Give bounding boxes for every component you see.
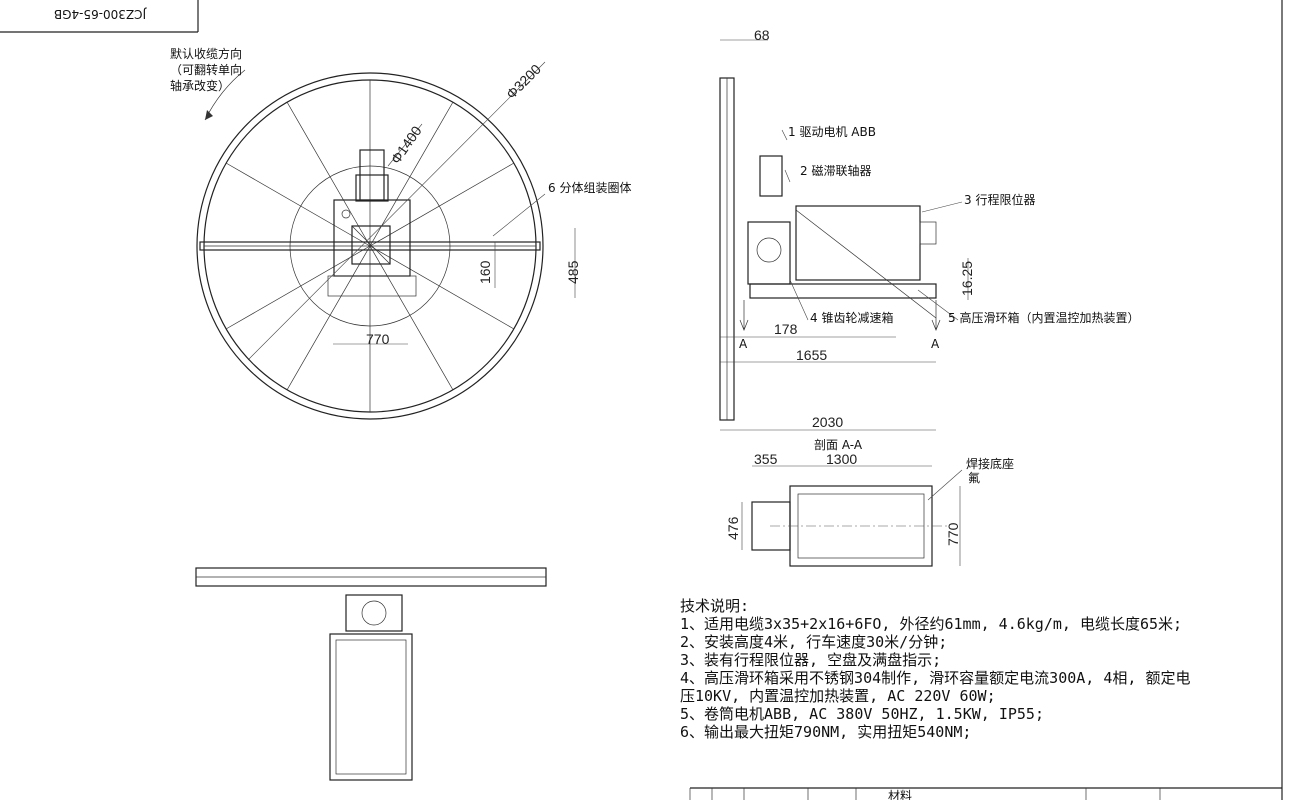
section-mark-left: A: [739, 337, 748, 351]
direction-note-line-1: 默认收缆方向: [170, 46, 242, 61]
note-line-3: 3、装有行程限位器, 空盘及满盘指示;: [680, 651, 941, 669]
outer-flange-ring: [196, 72, 544, 420]
gearbox-top: [345, 594, 403, 632]
direction-note-line-3: 轴承改变）: [170, 78, 230, 93]
bolt-icon: [341, 209, 351, 219]
dim-outer-diameter: Φ3200: [503, 61, 544, 102]
motor-flange: [355, 174, 389, 202]
note-line-4: 4、高压滑环箱采用不锈钢304制作, 滑环容量额定电流300A, 4相, 额定电: [680, 669, 1190, 687]
dim-2030: 2030: [812, 414, 843, 430]
side-base: [749, 283, 937, 299]
drum-core-box: [333, 199, 411, 277]
horizontal-beam: [199, 241, 541, 251]
dim-16-25: 16.25: [959, 261, 975, 296]
dim-770-base: 770: [945, 522, 961, 546]
note-line-1: 1、适用电缆3x35+2x16+6FO, 外径约61mm, 4.6kg/m, 电…: [680, 615, 1182, 633]
dim-485: 485: [565, 260, 581, 284]
bom-table: 材料: [689, 787, 1282, 800]
side-view: [719, 39, 969, 431]
technical-notes: 技术说明: 1、适用电缆3x35+2x16+6FO, 外径约61mm, 4.6k…: [680, 597, 1190, 741]
base-view: [741, 465, 963, 567]
callout-6-label: 6 分体组装圈体: [548, 181, 631, 195]
dim-1655: 1655: [796, 347, 827, 363]
note-line-6: 5、卷筒电机ABB, AC 380V 50HZ, 1.5KW, IP55;: [680, 705, 1044, 723]
bom-material-header: 材料: [888, 789, 912, 800]
section-arrow-right-icon: [931, 300, 941, 331]
dim-770-front: 770: [366, 331, 390, 347]
callout-4-label: 4 锥齿轮减速箱: [810, 310, 893, 325]
callout-3-label: 3 行程限位器: [964, 192, 1035, 207]
dim-1300: 1300: [826, 451, 857, 467]
side-gearbox: [747, 221, 791, 285]
side-motor: [759, 155, 783, 197]
dim-355: 355: [754, 451, 778, 467]
slip-ring-box-top: [329, 633, 413, 781]
section-mark-right: A: [931, 337, 940, 351]
title-block: JCZ300-65-4GB: [0, 0, 199, 33]
section-title: 剖面 A-A: [814, 438, 863, 452]
base-small-label: 氟: [968, 471, 980, 485]
spokes: [204, 80, 536, 412]
callout-5-label: 5 高压滑环箱（内置温控加热装置）: [948, 310, 1139, 325]
base-label: 焊接底座: [966, 456, 1014, 471]
callout-1-label: 1 驱动电机 ABB: [788, 125, 876, 139]
core-window: [351, 225, 391, 265]
notes-heading: 技术说明:: [680, 597, 749, 615]
section-arrow-left-icon: [739, 300, 749, 331]
note-line-2: 2、安装高度4米, 行车速度30米/分钟;: [680, 633, 947, 651]
direction-note-line-2: （可翻转单向: [170, 62, 242, 77]
drawing-number: JCZ300-65-4GB: [54, 7, 147, 21]
direction-arrow: [204, 69, 246, 121]
front-view: [196, 61, 576, 420]
top-view: [195, 567, 547, 781]
dim-68: 68: [754, 27, 770, 43]
note-line-7: 6、输出最大扭矩790NM, 实用扭矩540NM;: [680, 723, 971, 741]
note-line-5: 压10KV, 内置温控加热装置, AC 220V 60W;: [680, 687, 996, 705]
dim-476: 476: [725, 516, 741, 540]
slip-ring-box: [795, 205, 921, 281]
base-plate: [327, 275, 417, 297]
dim-160: 160: [477, 260, 493, 284]
direction-arrowhead-icon: [205, 110, 213, 120]
callout-2-label: 2 磁滞联轴器: [800, 163, 871, 178]
dim-178: 178: [774, 321, 798, 337]
gearbox-wheel: [361, 600, 387, 626]
